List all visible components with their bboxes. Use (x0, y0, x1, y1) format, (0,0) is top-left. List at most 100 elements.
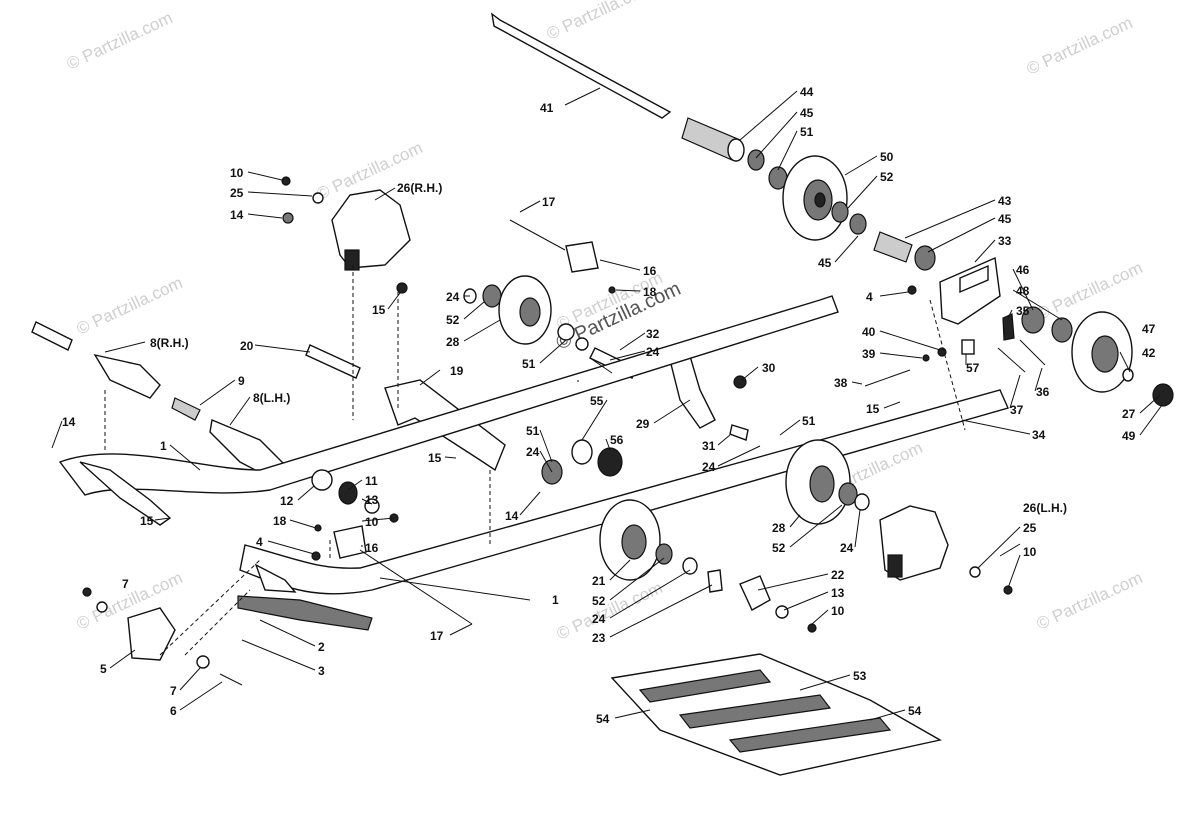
bracket-26-lh-shade (887, 554, 903, 578)
callout: 24 (526, 445, 540, 459)
callout: 31 (702, 439, 716, 453)
shaft-41 (491, 12, 672, 119)
callout: 24 (840, 541, 854, 555)
cap-49 (1152, 383, 1174, 407)
watermark: © Partzilla.com (64, 8, 176, 74)
pin-31 (729, 424, 749, 441)
callout: 39 (862, 347, 876, 361)
washer-51-mid (557, 323, 575, 341)
callout: 45 (818, 256, 832, 270)
bearing-52-mid (482, 284, 502, 308)
callout: 17 (430, 629, 444, 643)
callout: 36 (1036, 385, 1050, 399)
callout: 44 (800, 85, 814, 99)
callout: 52 (446, 313, 460, 327)
callout: 7 (122, 577, 129, 591)
nut-15-rh (396, 282, 408, 294)
callout: 24 (702, 460, 716, 474)
callout: 45 (800, 106, 814, 120)
callout: 10 (1023, 545, 1037, 559)
callout: 21 (592, 574, 606, 588)
bearing-11 (338, 481, 358, 505)
bracket-26-rh (331, 189, 411, 269)
bolt-14-rh (282, 212, 294, 224)
callout: 51 (522, 357, 536, 371)
callout: 38 (834, 376, 848, 390)
callout: 8(L.H.) (253, 391, 290, 405)
callout: 9 (238, 374, 245, 388)
callout: 27 (1122, 407, 1136, 421)
washer-13-lower (775, 605, 789, 619)
washer-42 (1122, 368, 1134, 382)
callout: 14 (505, 509, 519, 523)
callout: 13 (365, 493, 379, 507)
watermark: © Partzilla.com (544, 0, 656, 44)
callout: 55 (590, 394, 604, 408)
callout: 4 (866, 290, 873, 304)
spacer-23 (707, 569, 723, 593)
bushing-45-right (849, 213, 867, 235)
track-clip-row-1 (638, 669, 772, 703)
bumper-5 (127, 607, 176, 661)
watermark: © Partzilla.com (554, 578, 666, 644)
washer-12 (311, 469, 333, 491)
callout: 40 (862, 325, 876, 339)
callout: 52 (772, 541, 786, 555)
bracket-22 (739, 575, 771, 611)
wheel-21-hub (621, 524, 647, 560)
bearing-52-right (838, 482, 858, 506)
wheel-28-lower-hub (809, 465, 835, 503)
callout: 5 (100, 662, 107, 676)
callout: 1 (160, 439, 167, 453)
callout: 24 (446, 290, 460, 304)
callout: 14 (230, 208, 244, 222)
bearing-52-upper (831, 201, 849, 223)
washer-24-right (854, 493, 870, 511)
spacer-43 (873, 231, 913, 263)
bearing-48 (1051, 317, 1073, 343)
callout: 25 (230, 186, 244, 200)
block-16-upper (565, 241, 599, 273)
callout: 3 (318, 664, 325, 678)
callout: 11 (365, 474, 378, 488)
callout: 32 (646, 327, 660, 341)
washer-39 (922, 354, 930, 362)
bolt-10-lower (807, 623, 817, 633)
callout: 30 (762, 361, 776, 375)
callout: 24 (592, 612, 606, 626)
nut-4-lower (311, 551, 321, 561)
callout: 50 (880, 150, 894, 164)
nut-4-upper (907, 285, 917, 295)
bolt-6 (219, 673, 243, 686)
washer-25-rh (312, 192, 324, 204)
callout: 18 (273, 514, 287, 528)
bolt-36 (1019, 339, 1046, 366)
callout: 33 (998, 234, 1012, 248)
washer-24-lower (682, 557, 698, 575)
callout: 41 (540, 101, 554, 115)
callout: 56 (610, 433, 624, 447)
callout: 10 (365, 515, 379, 529)
callout: 20 (240, 339, 254, 353)
bolt-38 (864, 369, 911, 387)
bushing-45-upper (747, 149, 765, 171)
wear-strip-2 (237, 595, 373, 631)
callout: 6 (170, 704, 177, 718)
bolt-37 (997, 347, 1026, 373)
callout: 43 (998, 194, 1012, 208)
spacer-57 (961, 339, 975, 355)
callout: 15 (866, 402, 880, 416)
callout: 51 (802, 414, 816, 428)
callout: 4 (256, 535, 263, 549)
watermark: © Partzilla.com (74, 273, 186, 339)
callout: 7 (170, 684, 177, 698)
callout: 17 (542, 195, 556, 209)
callout: 13 (831, 586, 845, 600)
callout-labels: 41 44 45 51 50 52 43 45 45 33 10 25 26(R… (62, 85, 1156, 726)
callout: 48 (1016, 284, 1030, 298)
callout: 57 (966, 361, 980, 375)
callout: 35 (1016, 304, 1030, 318)
watermark: © Partzilla.com (1024, 13, 1136, 79)
bolt-10-rh (281, 176, 291, 186)
shaft-8-rh-end (31, 321, 73, 351)
